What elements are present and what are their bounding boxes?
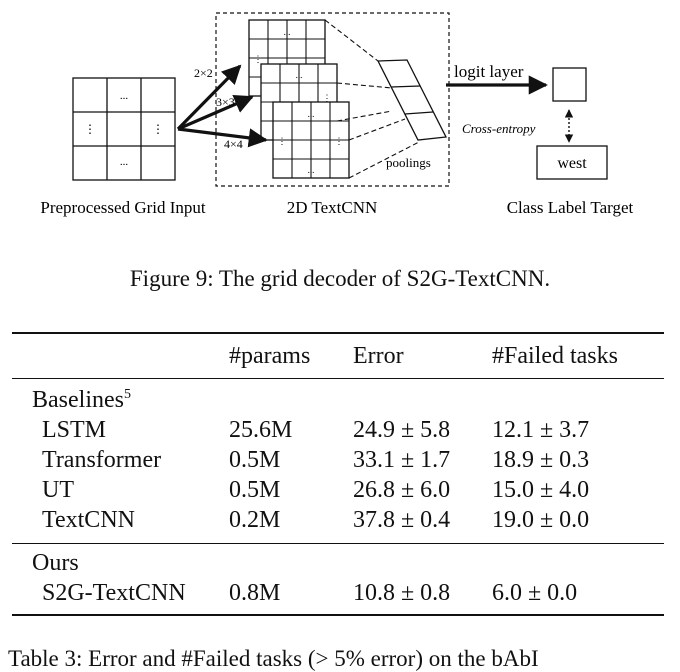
group-row-ours: Ours xyxy=(12,543,664,578)
error-cell: 10.8 ± 0.8 xyxy=(353,578,492,616)
failed-cell: 12.1 ± 3.7 xyxy=(492,417,590,443)
s2g-textcnn-diagram: ... ... ⋮ ⋮ ... ⋮ ... ⋮ ... ... ⋮ ⋮ xyxy=(40,12,634,217)
params-cell: 0.5M xyxy=(229,447,281,473)
table-header-row: #params Error #Failed tasks xyxy=(12,332,664,379)
header-params: #params xyxy=(229,332,353,379)
error-cell: 33.1 ± 1.7 xyxy=(353,447,451,473)
conv-grid-4x4-dots-bottom: ... xyxy=(308,165,315,175)
output-box xyxy=(552,67,587,102)
kernel-label-3x3: 3×3 xyxy=(216,95,235,109)
model-cell: UT xyxy=(42,477,74,503)
failed-cell: 15.0 ± 4.0 xyxy=(492,477,590,503)
table-row: UT 0.5M 26.8 ± 6.0 15.0 ± 4.0 xyxy=(12,475,664,505)
poolings-label: poolings xyxy=(386,155,431,170)
pooling-vector xyxy=(376,59,448,141)
target-value: west xyxy=(557,155,587,172)
target-box xyxy=(536,145,608,180)
params-cell: 0.2M xyxy=(229,507,281,533)
conv-grid-4x4-dots-top: ... xyxy=(308,109,315,119)
kernel-label-2x2: 2×2 xyxy=(194,66,213,80)
input-grid xyxy=(72,77,176,181)
conv-grid-3x3-dots: ... xyxy=(296,70,303,80)
conv-grid-4x4 xyxy=(272,101,350,179)
footnote-marker: 5 xyxy=(123,387,131,402)
params-cell: 0.8M xyxy=(229,578,353,616)
table-row: LSTM 25.6M 24.9 ± 5.8 12.1 ± 3.7 xyxy=(12,415,664,445)
target-label: Class Label Target xyxy=(507,198,634,217)
failed-cell: 6.0 ± 0.0 xyxy=(492,578,664,616)
table-row: S2G-TextCNN 0.8M 10.8 ± 0.8 6.0 ± 0.0 xyxy=(12,578,664,616)
header-model xyxy=(12,332,229,379)
group-row-baselines: Baselines5 xyxy=(12,379,664,416)
model-cell: LSTM xyxy=(42,417,107,443)
model-cell: TextCNN xyxy=(42,507,135,533)
input-grid-dots-bottom: ... xyxy=(120,156,129,168)
kernel-arrows xyxy=(176,64,268,148)
header-error: Error xyxy=(353,332,492,379)
params-cell: 25.6M xyxy=(229,417,293,443)
error-cell: 37.8 ± 0.4 xyxy=(353,507,451,533)
conv-grid-4x4-vdots-right: ⋮ xyxy=(335,136,344,146)
conv-grid-4x4-vdots-left: ⋮ xyxy=(278,136,287,146)
table-row: Transformer 0.5M 33.1 ± 1.7 18.9 ± 0.3 xyxy=(12,445,664,475)
pooling-projection-lines xyxy=(324,19,420,179)
results-table: #params Error #Failed tasks Baselines5 L… xyxy=(12,332,664,616)
conv-grid-2x2-dots: ... xyxy=(284,27,291,37)
params-cell: 0.5M xyxy=(229,477,281,503)
error-cell: 26.8 ± 6.0 xyxy=(353,477,451,503)
group-label-ours: Ours xyxy=(12,543,664,578)
error-cell: 24.9 ± 5.8 xyxy=(353,417,451,443)
cross-entropy-label: Cross-entropy xyxy=(462,121,536,136)
failed-cell: 18.9 ± 0.3 xyxy=(492,447,590,473)
input-grid-dots-top: ... xyxy=(120,90,129,102)
header-failed-tasks: #Failed tasks xyxy=(492,332,664,379)
input-grid-vdots-right: ⋮ xyxy=(152,122,164,136)
logit-layer-label: logit layer xyxy=(454,62,524,81)
model-cell: S2G-TextCNN xyxy=(12,578,229,616)
input-grid-vdots-left: ⋮ xyxy=(84,122,96,136)
kernel-label-4x4: 4×4 xyxy=(224,137,243,151)
input-label: Preprocessed Grid Input xyxy=(40,198,206,217)
conv-grid-3x3-vdots: ⋮ xyxy=(323,93,332,103)
failed-cell: 19.0 ± 0.0 xyxy=(492,507,590,533)
textcnn-label: 2D TextCNN xyxy=(287,198,378,217)
conv-grid-2x2-vdots: ⋮ xyxy=(254,54,263,64)
group-label-baselines: Baselines xyxy=(32,387,124,413)
model-cell: Transformer xyxy=(42,447,162,473)
table-row: TextCNN 0.2M 37.8 ± 0.4 19.0 ± 0.0 xyxy=(12,505,664,544)
table-caption: Table 3: Error and #Failed tasks (> 5% e… xyxy=(8,646,539,671)
figure-caption: Figure 9: The grid decoder of S2G-TextCN… xyxy=(129,266,551,291)
